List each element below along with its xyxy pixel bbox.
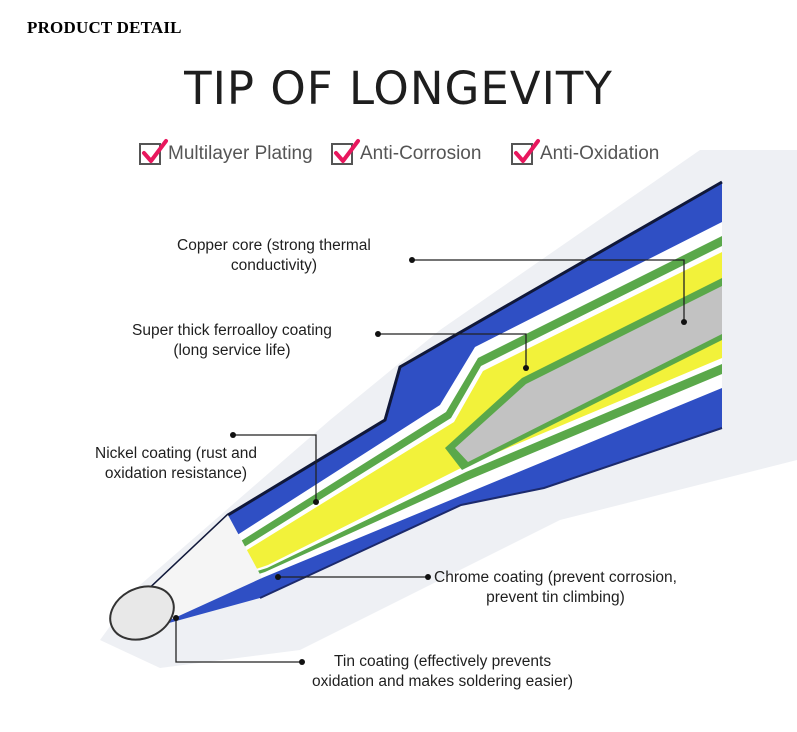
callout-copper-core: Copper core (strong thermal conductivity…	[177, 236, 371, 276]
callout-ferroalloy: Super thick ferroalloy coating (long ser…	[132, 321, 332, 361]
callout-line: Copper core (strong thermal	[177, 236, 371, 256]
callout-chrome: Chrome coating (prevent corrosion, preve…	[434, 568, 677, 608]
dot-nickel-end	[313, 499, 319, 505]
dot-chrome-end	[275, 574, 281, 580]
dot-copper-end	[681, 319, 687, 325]
callout-tin: Tin coating (effectively prevents oxidat…	[312, 652, 573, 692]
callout-line: prevent tin climbing)	[434, 588, 677, 608]
callout-line: oxidation and makes soldering easier)	[312, 672, 573, 692]
dot-copper-start	[409, 257, 415, 263]
dot-chrome-start	[425, 574, 431, 580]
dot-nickel-start	[230, 432, 236, 438]
dot-tin-start	[299, 659, 305, 665]
callout-line: Chrome coating (prevent corrosion,	[434, 568, 677, 588]
callout-line: Nickel coating (rust and	[95, 444, 257, 464]
dot-ferroalloy-start	[375, 331, 381, 337]
dot-ferroalloy-end	[523, 365, 529, 371]
callout-line: Tin coating (effectively prevents	[312, 652, 573, 672]
callout-line: Super thick ferroalloy coating	[132, 321, 332, 341]
callout-line: conductivity)	[177, 256, 371, 276]
callout-line: (long service life)	[132, 341, 332, 361]
dot-tin-end	[173, 615, 179, 621]
callout-line: oxidation resistance)	[95, 464, 257, 484]
callout-nickel: Nickel coating (rust and oxidation resis…	[95, 444, 257, 484]
